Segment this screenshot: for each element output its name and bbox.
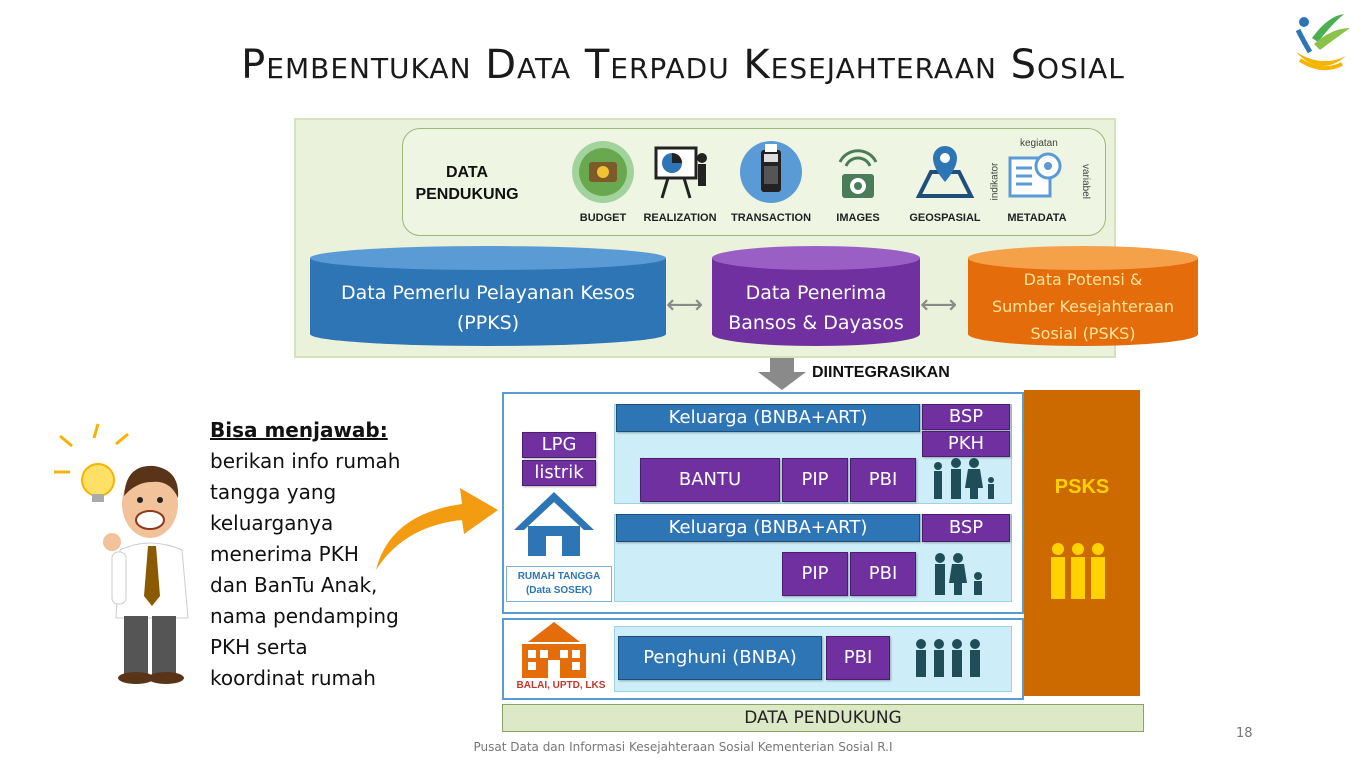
budget-item: BUDGET: [558, 140, 648, 224]
answer-line: dan BanTu Anak,: [210, 573, 378, 597]
group-people-icon: [1051, 543, 1105, 599]
rumah-tangga-label-line2: (Data SOSEK): [525, 585, 593, 596]
answer-line: PKH serta: [210, 635, 308, 659]
balai-label: BALAI, UPTD, LKS: [516, 680, 606, 691]
pip-tag-1: PIP: [782, 458, 848, 502]
rumah-tangga-label-line1: RUMAH TANGGA: [517, 571, 601, 582]
answer-heading: Bisa menjawab:: [210, 418, 388, 442]
data-pendukung-title-line1: DATA: [445, 164, 489, 181]
listrik-tag: listrik: [522, 460, 596, 486]
metadata-icon: [1008, 152, 1062, 198]
geospasial-label: GEOSPASIAL: [909, 212, 981, 224]
metadata-label: METADATA: [1007, 212, 1067, 224]
psks-database: Data Potensi & Sumber Kesejahteraan Sosi…: [968, 246, 1198, 346]
images-item: IMAGES: [813, 140, 903, 224]
pbi-tag-3: PBI: [826, 636, 890, 680]
pbi-tag-1: PBI: [850, 458, 916, 502]
group-people-icon: [916, 639, 980, 677]
ministry-logo: [1295, 14, 1350, 71]
images-label: IMAGES: [836, 212, 880, 224]
ppks-line1: Data Pemerlu Pelayanan Kesos: [341, 282, 635, 304]
budget-icon: [572, 141, 634, 203]
answer-line: menerima PKH: [210, 542, 359, 566]
family-icon: [935, 553, 982, 595]
bansos-database: Data Penerima Bansos & Dayasos: [712, 246, 920, 346]
realization-label: REALIZATION: [643, 212, 717, 224]
psks-line1: Data Potensi &: [1023, 270, 1143, 289]
data-pendukung-bar: DATA PENDUKUNG: [502, 704, 1144, 732]
camera-icon: [838, 149, 878, 198]
page-title: Pembentukan Data Terpadu Kesejahteraan S…: [241, 42, 1125, 88]
psks-column: [1024, 390, 1140, 696]
pbi-tag-2: PBI: [850, 552, 916, 596]
house-icon: [514, 492, 594, 556]
presentation-icon: [654, 146, 707, 199]
ppks-line2: (PPKS): [456, 312, 520, 334]
bantu-tag: BANTU: [640, 458, 780, 502]
metadata-tag-right: variabel: [1080, 163, 1092, 200]
penghuni-tag: Penghuni (BNBA): [618, 636, 822, 680]
keluarga-header-2: Keluarga (BNBA+ART): [616, 514, 920, 542]
answer-line: berikan info rumah: [210, 449, 401, 473]
map-pin-icon: [915, 146, 975, 198]
family-icon: [934, 458, 994, 499]
answer-line: keluarganya: [210, 511, 334, 535]
psks-column-label: PSKS: [1054, 476, 1110, 498]
double-arrow-icon: ⟷: [920, 290, 958, 320]
transaction-label: TRANSACTION: [730, 212, 812, 224]
realization-item: REALIZATION: [635, 140, 725, 224]
integration-label: DIINTEGRASIKAN: [812, 364, 950, 381]
answer-line: tangga yang: [210, 480, 337, 504]
keluarga-header-1: Keluarga (BNBA+ART): [616, 404, 920, 432]
bsp-tag-1: BSP: [922, 404, 1010, 430]
data-pendukung-title-line2: PENDUKUNG: [415, 186, 519, 203]
man-idea-illustration: [54, 423, 189, 684]
page-number: 18: [1236, 726, 1253, 741]
pkh-tag: PKH: [922, 431, 1010, 457]
bansos-line2: Bansos & Dayasos: [728, 312, 904, 334]
psks-line2: Sumber Kesejahteraan: [991, 297, 1175, 316]
transaction-item: TRANSACTION: [726, 140, 816, 224]
answer-line: koordinat rumah: [210, 666, 376, 690]
arrow-icon: [376, 488, 498, 570]
bansos-line1: Data Penerima: [745, 282, 887, 304]
footer-source: Pusat Data dan Informasi Kesejahteraan S…: [473, 740, 893, 754]
data-pendukung-title: DATA PENDUKUNG: [412, 162, 522, 206]
geospasial-item: GEOSPASIAL: [900, 140, 990, 224]
metadata-item: METADATA: [992, 140, 1082, 224]
answer-line: nama pendamping: [210, 604, 399, 628]
budget-label: BUDGET: [579, 212, 627, 224]
rumah-tangga-label: RUMAH TANGGA (Data SOSEK): [506, 566, 612, 602]
building-icon: [522, 622, 586, 678]
psks-line3: Sosial (PSKS): [1030, 324, 1136, 343]
metadata-tag-top: kegiatan: [1020, 138, 1058, 149]
pip-tag-2: PIP: [782, 552, 848, 596]
lpg-tag: LPG: [522, 432, 596, 458]
metadata-tag-left: indikator: [989, 162, 1001, 201]
down-arrow-icon: [758, 358, 806, 390]
payment-terminal-icon: [740, 141, 802, 203]
double-arrow-icon: ⟷: [666, 290, 704, 320]
ppks-database: Data Pemerlu Pelayanan Kesos (PPKS): [310, 246, 666, 346]
bsp-tag-2: BSP: [922, 514, 1010, 542]
